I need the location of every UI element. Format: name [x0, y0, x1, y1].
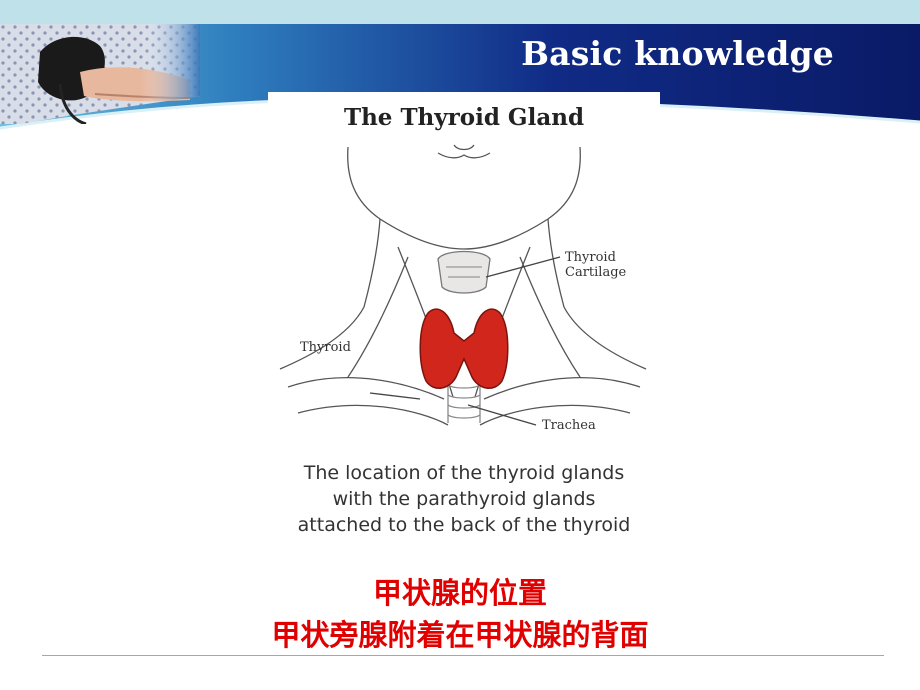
label-thyroid-cartilage: Thyroid Cartilage: [565, 250, 627, 280]
figure-title: The Thyroid Gland: [343, 104, 585, 131]
thyroid-figure: The Thyroid Gland: [268, 92, 660, 548]
thyroid-gland-shape: [419, 308, 509, 389]
slide-title: Basic knowledge: [521, 34, 834, 73]
bottom-divider: [42, 655, 884, 656]
figure-caption: The location of the thyroid glands with …: [297, 462, 631, 536]
label-trachea: Trachea: [542, 418, 596, 433]
blood-pressure-photo: [0, 24, 200, 124]
caption-cn-line1: 甲状腺的位置: [372, 576, 547, 610]
neck-anatomy-illustration: [279, 144, 647, 426]
label-thyroid: Thyroid: [300, 340, 351, 355]
caption-cn-line2: 甲状旁腺附着在甲状腺的背面: [271, 618, 649, 652]
